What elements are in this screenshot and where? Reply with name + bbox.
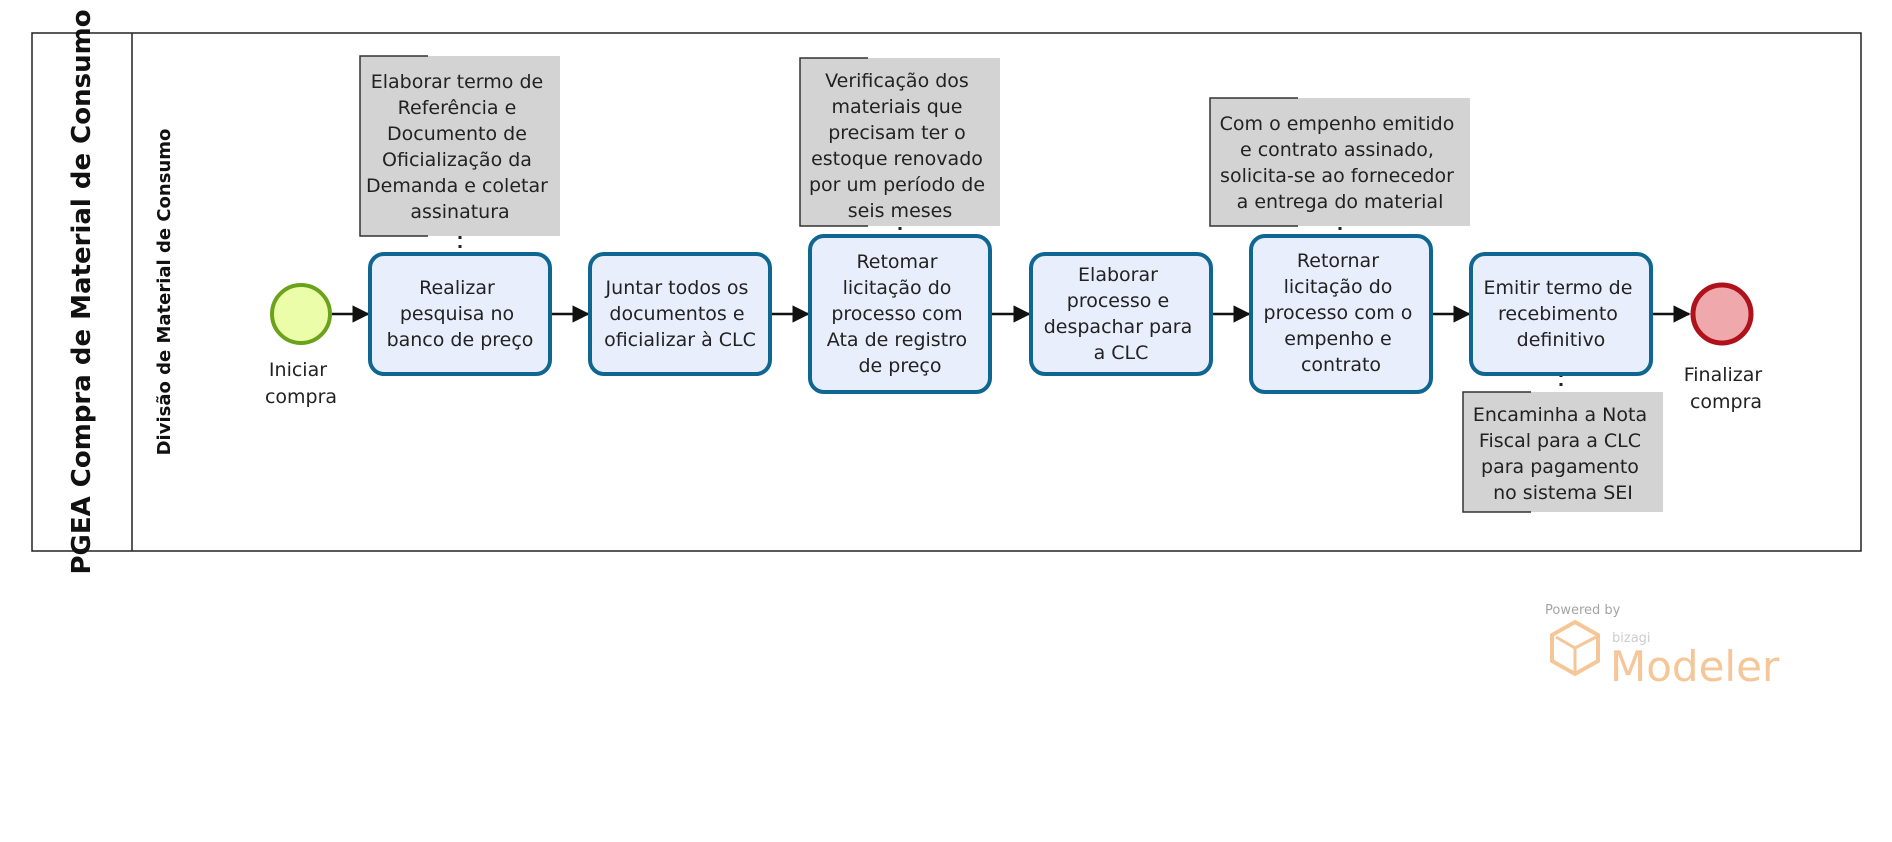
watermark-brand: bizagi	[1612, 631, 1651, 646]
watermark-product: Modeler	[1610, 642, 1780, 691]
annotation-bracket	[1462, 391, 1531, 513]
task-retornar-licitacao[interactable]: Retornar licitação do processo com o emp…	[1249, 234, 1433, 394]
lane-title: Divisão de Material de Consumo	[154, 129, 175, 456]
task-box[interactable]	[1249, 234, 1433, 394]
task-box[interactable]	[1029, 252, 1213, 376]
task-label: Juntar todos os documentos e oficializar…	[604, 277, 756, 351]
annotation-text: Elaborar termo de Referência e Documento…	[366, 71, 554, 223]
watermark: Powered by bizagi Modeler	[1545, 603, 1780, 691]
annotation-termo-referencia[interactable]: Elaborar termo de Referência e Documento…	[359, 55, 560, 237]
annotation-empenho-emitido[interactable]: Com o empenho emitido e contrato assinad…	[1209, 97, 1470, 227]
annotation-bracket	[1209, 97, 1298, 227]
annotation-nota-fiscal[interactable]: Encaminha a Nota Fiscal para a CLC para …	[1462, 391, 1663, 513]
annotation-text: Encaminha a Nota Fiscal para a CLC para …	[1473, 404, 1653, 504]
bizagi-logo-icon	[1550, 619, 1600, 677]
task-label: Realizar pesquisa no banco de preço	[387, 277, 534, 351]
task-juntar-documentos[interactable]: Juntar todos os documentos e oficializar…	[588, 252, 772, 376]
annotation-text: Verificação dos materiais que precisam t…	[809, 70, 991, 222]
end-event[interactable]: Finalizar compra	[1684, 282, 1769, 413]
start-event[interactable]: Iniciar compra	[265, 283, 337, 408]
annotation-text: Com o empenho emitido e contrato assinad…	[1220, 113, 1461, 213]
end-event-label: Finalizar compra	[1684, 364, 1769, 413]
task-elaborar-processo[interactable]: Elaborar processo e despachar para a CLC	[1029, 252, 1213, 376]
task-realizar-pesquisa[interactable]: Realizar pesquisa no banco de preço	[368, 252, 552, 376]
annotation-verificacao-materiais[interactable]: Verificação dos materiais que precisam t…	[799, 57, 1000, 227]
task-label: Emitir termo de recebimento definitivo	[1484, 277, 1639, 351]
task-label: Retornar licitação do processo com o emp…	[1264, 250, 1419, 376]
task-box[interactable]	[808, 234, 992, 394]
start-event-label: Iniciar compra	[265, 359, 337, 408]
task-emitir-termo[interactable]: Emitir termo de recebimento definitivo	[1469, 252, 1653, 376]
task-box[interactable]	[1469, 252, 1653, 376]
annotation-box[interactable]	[800, 58, 1000, 226]
task-box[interactable]	[368, 252, 552, 376]
annotation-box[interactable]	[1210, 98, 1470, 226]
annotation-box[interactable]	[1463, 392, 1663, 512]
task-retomar-licitacao[interactable]: Retomar licitação do processo com Ata de…	[808, 234, 992, 394]
task-label: Retomar licitação do processo com Ata de…	[827, 251, 973, 377]
annotation-bracket	[359, 55, 428, 237]
associations	[458, 227, 1563, 392]
annotation-bracket	[799, 57, 868, 227]
end-event-circle[interactable]	[1690, 282, 1754, 346]
watermark-powered-by: Powered by	[1545, 603, 1621, 618]
pool-title: PGEA Compra de Material de Consumo	[67, 9, 97, 574]
start-event-circle[interactable]	[270, 283, 332, 345]
annotation-box[interactable]	[360, 56, 560, 236]
task-label: Elaborar processo e despachar para a CLC	[1044, 264, 1199, 364]
task-box[interactable]	[588, 252, 772, 376]
bizagi-logo-facet	[1555, 635, 1597, 650]
